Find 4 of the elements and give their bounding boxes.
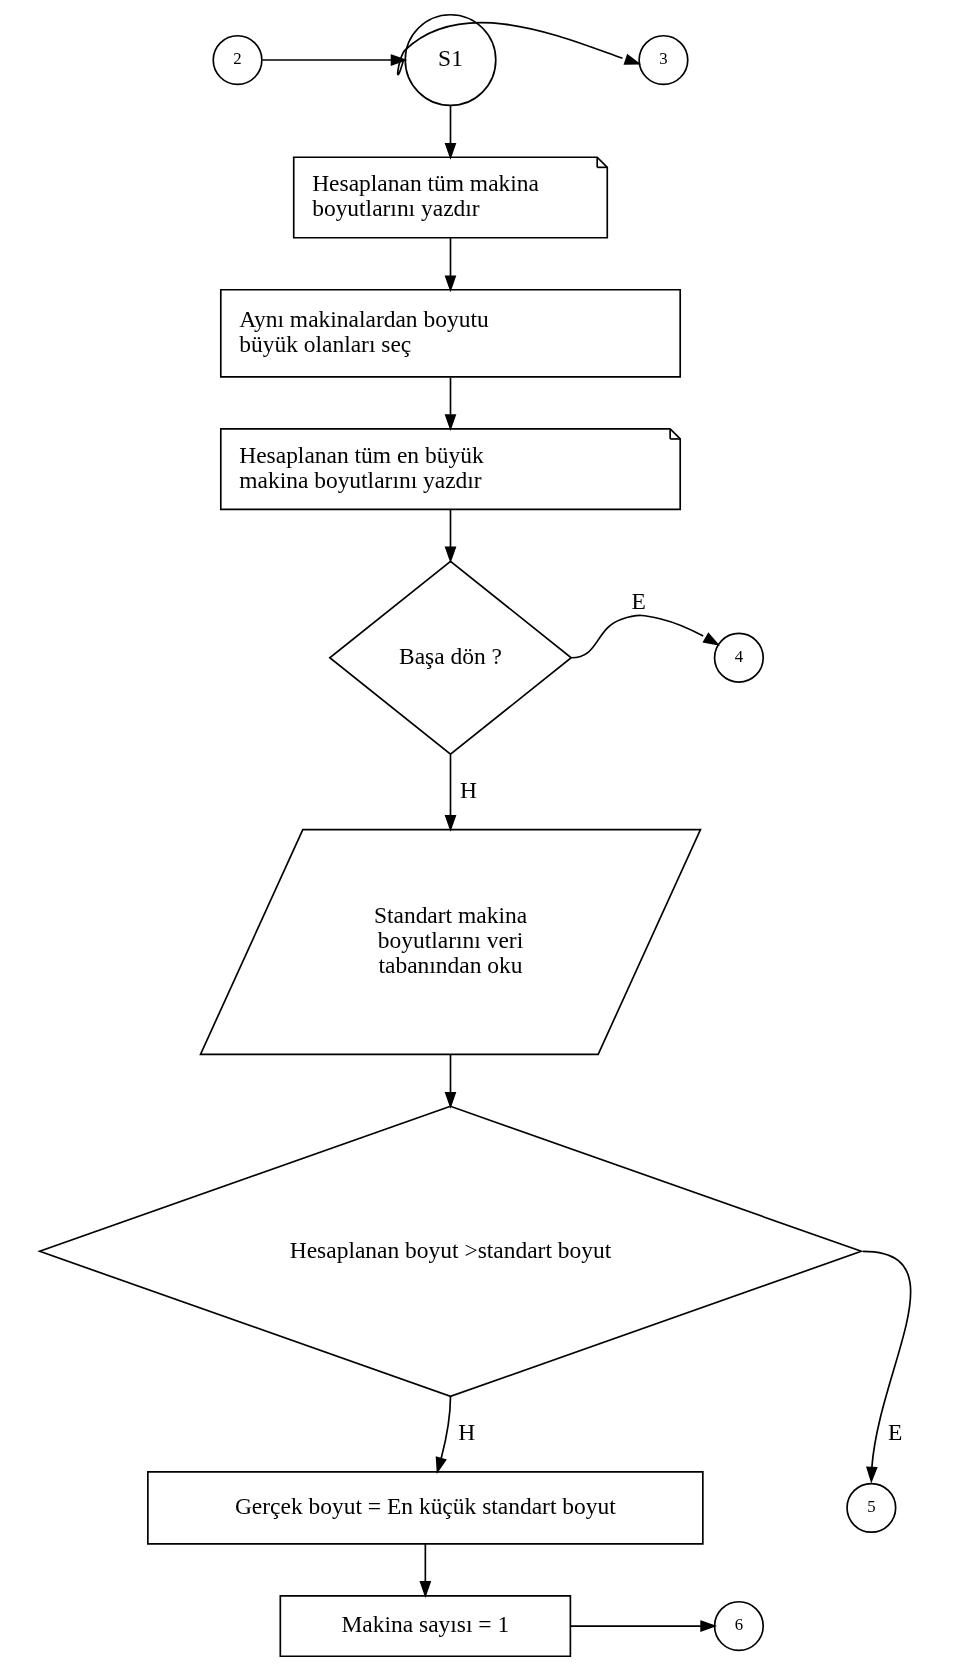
edge-label: E xyxy=(888,1419,903,1446)
edge-label: H xyxy=(458,1419,476,1446)
edge-label: H xyxy=(460,777,477,804)
edge-label: E xyxy=(631,588,646,615)
